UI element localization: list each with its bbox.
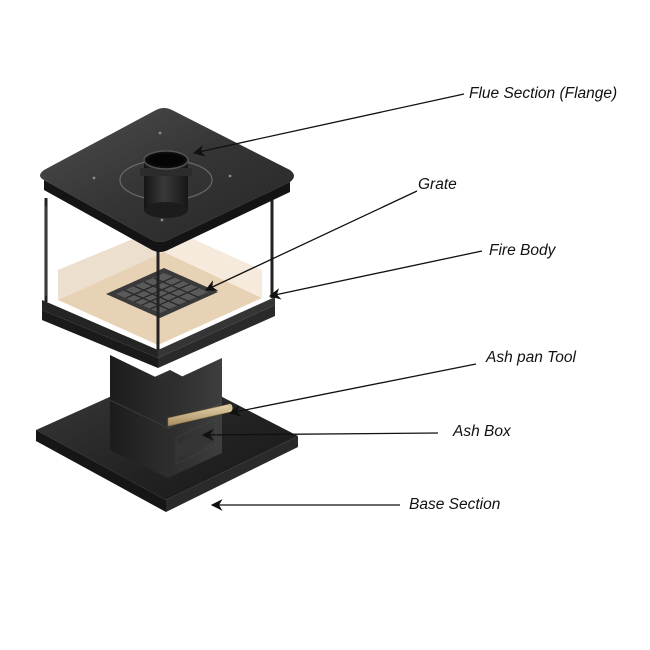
ash-box-arrow — [201, 429, 439, 441]
fire-body — [42, 160, 275, 368]
label-flue-section: Flue Section (Flange) — [469, 85, 618, 102]
ash-pan-tool-arrow — [228, 363, 477, 417]
grate — [106, 268, 218, 318]
base-plate-right-edge — [166, 436, 298, 512]
label-grate: Grate — [418, 176, 457, 193]
fire-body-arrow — [268, 250, 483, 300]
grate-arrow — [204, 190, 418, 291]
label-ash-pan-tool: Ash pan Tool — [486, 349, 576, 366]
label-fire-body: Fire Body — [489, 242, 556, 259]
flue-arrow — [192, 93, 465, 157]
flue-section — [140, 150, 192, 218]
label-ash-box: Ash Box — [453, 423, 511, 440]
leader-lines — [192, 93, 483, 511]
label-base-section: Base Section — [409, 496, 501, 513]
base-plate-left-edge — [36, 430, 166, 512]
column-left-face — [110, 355, 168, 478]
